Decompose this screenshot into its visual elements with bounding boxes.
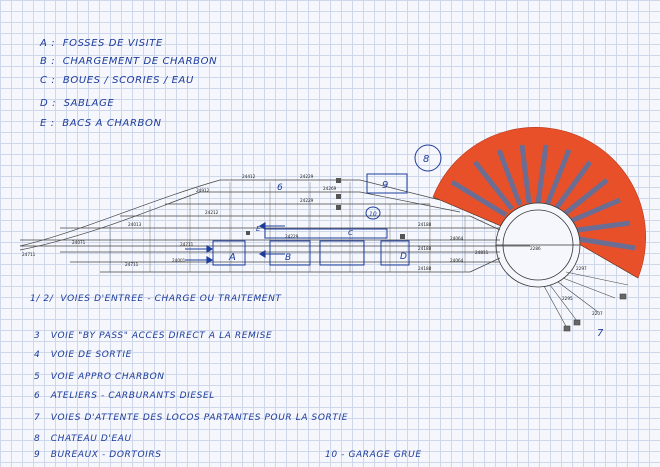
diagram-labels: 6 9 10 8 7 A B C D E bbox=[228, 154, 604, 339]
note-8: 8 CHATEAU D'EAU bbox=[34, 434, 132, 444]
track-numbers: 24711 24071 24912 24412 24229 24229 2422… bbox=[22, 174, 603, 316]
track-number: 24188 bbox=[418, 246, 432, 251]
waiting-tracks bbox=[543, 271, 629, 332]
legend-item-e: E : BACS A CHARBON bbox=[40, 118, 162, 129]
track-number: 24229 bbox=[285, 234, 299, 239]
label-7: 7 bbox=[597, 328, 604, 339]
track-number: 2207 bbox=[592, 311, 603, 316]
track-number: 24412 bbox=[242, 174, 256, 179]
note-key: 1/ 2/ bbox=[30, 294, 54, 304]
label-d: D bbox=[400, 252, 407, 262]
box-a bbox=[212, 240, 246, 266]
marker-8 bbox=[414, 144, 442, 172]
note-10: 10 - GARAGE GRUE bbox=[325, 450, 422, 460]
note-9: 9 BUREAUX - DORTOIRS bbox=[34, 450, 162, 460]
note-key: 5 bbox=[34, 372, 41, 382]
facility-boxes bbox=[212, 144, 442, 266]
track-number: 24711 bbox=[22, 252, 36, 257]
label-c: C bbox=[348, 229, 353, 237]
note-key: 4 bbox=[34, 350, 41, 360]
legend-text: BACS A CHARBON bbox=[62, 118, 162, 129]
building-9 bbox=[366, 173, 408, 194]
label-a: A bbox=[228, 252, 236, 263]
note-key: 3 bbox=[34, 331, 41, 341]
legend-item-d: D : SABLAGE bbox=[40, 98, 114, 109]
legend-key: E : bbox=[40, 118, 55, 129]
note-6: 6 ATELIERS - CARBURANTS DIESEL bbox=[34, 391, 215, 401]
label-e: E bbox=[256, 225, 261, 233]
note-text: VOIES D'ATTENTE DES LOCOS PARTANTES POUR… bbox=[50, 413, 349, 423]
legend-text: SABLAGE bbox=[63, 98, 115, 109]
note-text: VOIE "BY PASS" ACCES DIRECT A LA REMISE bbox=[50, 331, 273, 341]
note-4: 4 VOIE DE SORTIE bbox=[34, 350, 132, 360]
track-number: 24001 bbox=[172, 258, 186, 263]
track-number: 24212 bbox=[205, 210, 219, 215]
label-10: 10 bbox=[369, 211, 377, 218]
note-key: 6 bbox=[34, 391, 41, 401]
note-key: 9 bbox=[34, 450, 41, 460]
label-9: 9 bbox=[382, 180, 388, 191]
track-number: 24811 bbox=[475, 250, 489, 255]
legend-text: BOUES / SCORIES / EAU bbox=[62, 75, 194, 86]
track-number: 2286 bbox=[530, 246, 541, 251]
note-key: 10 bbox=[325, 450, 338, 460]
turntable bbox=[495, 202, 581, 288]
legend-item-b: B : CHARGEMENT DE CHARBON bbox=[40, 56, 217, 67]
note-7: 7 VOIES D'ATTENTE DES LOCOS PARTANTES PO… bbox=[34, 413, 348, 423]
label-8: 8 bbox=[423, 154, 429, 165]
note-1-2: 1/ 2/ VOIES D'ENTREE - CHARGE OU TRAITEM… bbox=[30, 294, 282, 304]
track-number: 24064 bbox=[450, 236, 464, 241]
legend-item-a: A : FOSSES DE VISITE bbox=[40, 38, 163, 49]
buffer-markers bbox=[246, 178, 405, 239]
track-number: 24269 bbox=[323, 186, 337, 191]
track-number: 24071 bbox=[72, 240, 86, 245]
label-b: B bbox=[285, 253, 291, 263]
label-6: 6 bbox=[277, 183, 283, 193]
box-b bbox=[269, 240, 311, 266]
note-key: 8 bbox=[34, 434, 41, 444]
note-5: 5 VOIE APPRO CHARBON bbox=[34, 372, 165, 382]
box-c-lower bbox=[319, 240, 365, 266]
note-3: 3 VOIE "BY PASS" ACCES DIRECT A LA REMIS… bbox=[34, 331, 272, 341]
note-key: 7 bbox=[34, 413, 41, 423]
note-text: CHATEAU D'EAU bbox=[50, 434, 132, 444]
box-d bbox=[380, 240, 410, 266]
note-text: VOIES D'ENTREE - CHARGE OU TRAITEMENT bbox=[60, 294, 282, 304]
track-number: 24711 bbox=[180, 242, 194, 247]
marker-10 bbox=[365, 206, 381, 220]
legend-key: C : bbox=[40, 75, 56, 86]
legend-key: A : bbox=[40, 38, 56, 49]
legend-item-c: C : BOUES / SCORIES / EAU bbox=[40, 75, 194, 86]
box-e bbox=[264, 228, 388, 239]
note-text: GARAGE GRUE bbox=[348, 450, 422, 460]
legend-key: B : bbox=[40, 56, 56, 67]
track-number: 24188 bbox=[418, 266, 432, 271]
track-number: 24229 bbox=[300, 174, 314, 179]
track-number: 24912 bbox=[196, 188, 210, 193]
track-number: 24711 bbox=[125, 262, 139, 267]
note-text: ATELIERS - CARBURANTS DIESEL bbox=[50, 391, 215, 401]
track-number: 2295 bbox=[562, 296, 573, 301]
track-number: 24229 bbox=[300, 198, 314, 203]
track-number: 24013 bbox=[128, 222, 142, 227]
note-text: BUREAUX - DORTOIRS bbox=[50, 450, 162, 460]
legend-text: FOSSES DE VISITE bbox=[62, 38, 163, 49]
note-text: VOIE APPRO CHARBON bbox=[50, 372, 165, 382]
flow-arrows bbox=[185, 222, 285, 264]
track-number: 2297 bbox=[576, 266, 587, 271]
legend-text: CHARGEMENT DE CHARBON bbox=[62, 56, 218, 67]
note-text: VOIE DE SORTIE bbox=[50, 350, 132, 360]
yard-tracks bbox=[19, 179, 530, 273]
legend-key: D : bbox=[40, 98, 57, 109]
track-number: 24188 bbox=[418, 222, 432, 227]
track-number: 24064 bbox=[450, 258, 464, 263]
